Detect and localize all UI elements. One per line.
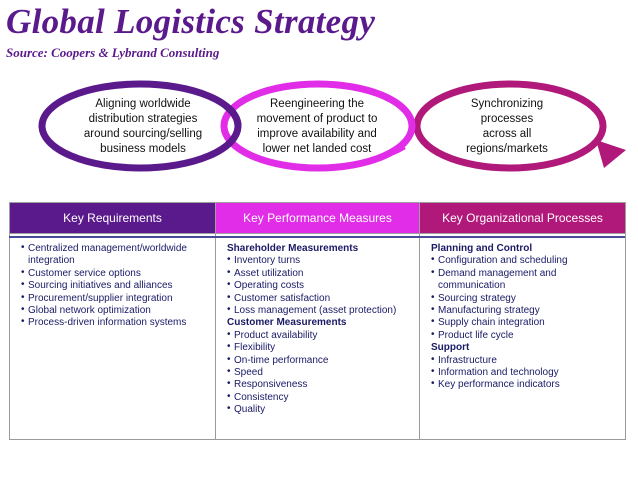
list-item: •Customer service options — [21, 266, 141, 279]
column-key-requirements: •Centralized management/worldwide integr… — [9, 233, 216, 440]
list-item: •Centralized management/worldwide integr… — [21, 242, 187, 267]
list-item: •Operating costs — [227, 279, 305, 292]
list-item: •Procurement/supplier integration — [21, 291, 173, 304]
header-key-organizational-processes: Key Organizational Processes — [419, 202, 626, 234]
header-key-requirements: Key Requirements — [9, 202, 216, 234]
list-item: •Quality — [227, 403, 266, 416]
section-heading: Customer Measurements — [227, 317, 347, 329]
list-item: •Loss management (asset protection) — [227, 304, 397, 317]
list-item: •Process-driven information systems — [21, 316, 187, 329]
list-item: •Configuration and scheduling — [431, 254, 568, 267]
oval-synchronizing — [413, 80, 607, 172]
list-item: •Infrastructure — [431, 353, 497, 366]
list-item: •Global network optimization — [21, 304, 151, 317]
column-key-organizational-processes: Planning and Control •Configuration and … — [419, 233, 626, 440]
page-title: Global Logistics Strategy — [6, 2, 376, 41]
arrow-head-icon — [596, 140, 626, 168]
list-item: •Information and technology — [431, 366, 559, 379]
chain-link-1 — [223, 103, 242, 127]
list-item: •Sourcing strategy — [431, 291, 516, 304]
strategy-table: Key Requirements Key Performance Measure… — [9, 202, 626, 440]
list-item: •Key performance indicators — [431, 378, 560, 391]
header-key-performance-measures: Key Performance Measures — [215, 202, 420, 234]
list-item: •Product availability — [227, 328, 318, 341]
list-item: •Consistency — [227, 390, 289, 403]
list-item: •Demand management and communication — [431, 266, 557, 292]
list-item: •Speed — [227, 366, 263, 379]
list-item: •Supply chain integration — [431, 316, 545, 329]
list-item: •Manufacturing strategy — [431, 304, 540, 317]
list-item: •On-time performance — [227, 353, 329, 366]
source-line: Source: Coopers & Lybrand Consulting — [6, 45, 220, 60]
list-item: •Flexibility — [227, 341, 276, 354]
header-divider — [9, 236, 625, 238]
chain-link-2 — [390, 142, 406, 156]
column-key-performance-measures: Shareholder Measurements •Inventory turn… — [215, 233, 420, 440]
list-item: •Customer satisfaction — [227, 291, 331, 304]
section-heading: Planning and Control — [431, 243, 533, 254]
list-item: •Inventory turns — [227, 254, 301, 267]
list-item: •Product life cycle — [431, 328, 514, 341]
list-item: •Asset utilization — [227, 266, 304, 279]
ovals-diagram — [38, 80, 626, 172]
oval-reengineering — [220, 80, 416, 172]
section-heading: Shareholder Measurements — [227, 243, 359, 254]
section-heading: Support — [431, 342, 470, 354]
list-item: •Sourcing initiatives and alliances — [21, 279, 173, 292]
list-item: •Responsiveness — [227, 378, 308, 391]
